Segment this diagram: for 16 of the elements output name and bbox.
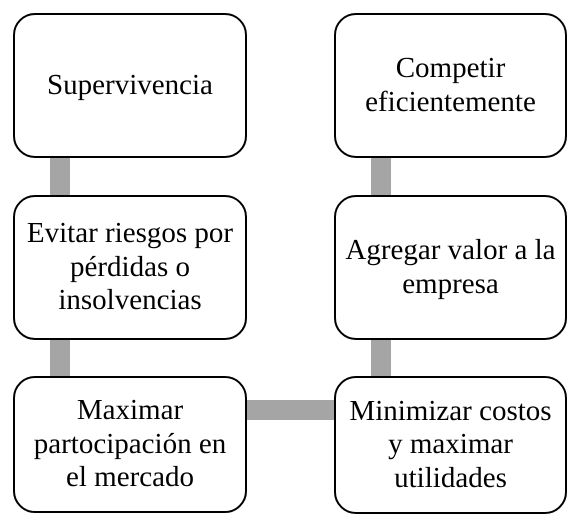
- box-label: Competir eficientemente: [364, 52, 537, 119]
- connector: [50, 158, 70, 195]
- process-box: [13, 376, 247, 513]
- box-label: Minimizar costos y maximar utilidades: [348, 394, 553, 496]
- box-label: Maximar partocipación en el mercado: [32, 394, 228, 495]
- process-box: [334, 195, 567, 340]
- box-label: Evitar riesgos por pérdidas o insolvencias: [26, 217, 234, 318]
- connector: [247, 400, 334, 420]
- process-box: [13, 195, 247, 340]
- connector: [50, 340, 70, 376]
- box-label: Supervivencia: [47, 68, 213, 102]
- connector: [371, 340, 391, 376]
- process-box: [334, 376, 567, 514]
- box-label: Agregar valor a la empresa: [344, 234, 557, 301]
- process-box: [13, 13, 247, 158]
- process-box: [334, 13, 567, 158]
